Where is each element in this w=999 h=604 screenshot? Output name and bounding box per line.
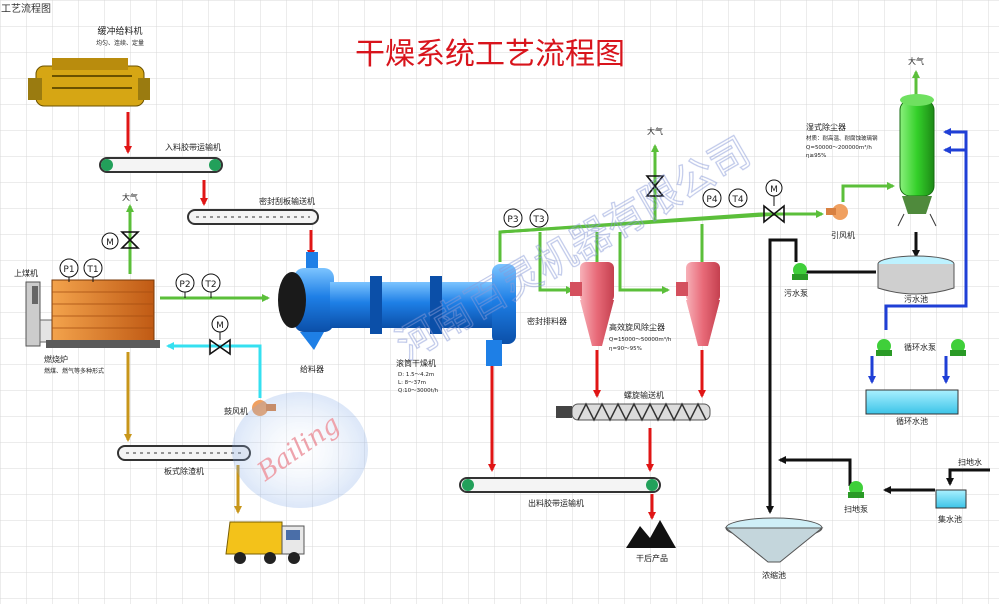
sewage-flow-lines xyxy=(766,232,990,514)
valve-furnace-exhaust xyxy=(120,231,140,249)
label-thickener: 浓缩池 xyxy=(762,570,786,580)
sewage-pump xyxy=(792,263,808,280)
coal-feeder xyxy=(25,281,55,347)
sewage-pool xyxy=(877,255,955,295)
label-atmosphere-1: 大气 xyxy=(122,192,138,202)
cyclone-dust-collector-2 xyxy=(676,262,720,346)
label-scrubber-spec-3: η≥95% xyxy=(806,153,826,159)
label-circ-pool: 循环水池 xyxy=(896,416,928,426)
label-sealed-discharger: 密封排料器 xyxy=(527,316,567,326)
inlet-belt-conveyor xyxy=(99,157,223,173)
valve-atmosphere xyxy=(645,175,665,197)
svg-text:P3: P3 xyxy=(507,215,518,225)
svg-text:T1: T1 xyxy=(86,265,98,275)
label-inlet-conveyor: 入料胶带运输机 xyxy=(165,142,221,152)
label-outlet-conveyor: 出料胶带运输机 xyxy=(528,498,584,508)
outlet-belt-conveyor xyxy=(459,477,661,493)
label-buffer-feeder-sub: 均匀、连续、定量 xyxy=(96,39,144,47)
label-scrubber-spec-1: 材质：耐高温、耐腐蚀玻璃钢 xyxy=(806,134,878,142)
label-drum-spec-2: L: 8～37m xyxy=(398,380,426,386)
svg-text:M: M xyxy=(216,321,224,331)
induced-draft-fan xyxy=(826,204,848,220)
valve-blower xyxy=(209,338,231,356)
instrument-t3: T3 xyxy=(529,208,549,228)
label-buffer-feeder: 缓冲给料机 xyxy=(97,25,142,37)
label-furnace: 燃烧炉 xyxy=(44,354,68,364)
label-blower: 鼓风机 xyxy=(224,406,248,416)
dry-product-pile xyxy=(626,520,676,548)
valve-fan-inlet xyxy=(763,204,785,224)
label-floor-water: 扫地水 xyxy=(958,457,982,467)
instrument-p2: P2 xyxy=(175,273,195,298)
motor-symbol: M xyxy=(211,315,229,340)
label-circ-pump: 循环水泵 xyxy=(904,342,936,352)
instrument-t4: T4 xyxy=(728,188,748,208)
buffer-feeder xyxy=(28,58,150,107)
cyclone-dust-collector-1 xyxy=(570,262,614,346)
svg-text:P1: P1 xyxy=(63,265,74,275)
circulating-pump-1 xyxy=(876,339,892,356)
label-coal-feeder: 上煤机 xyxy=(14,268,38,278)
gas-header-pipe xyxy=(499,210,824,234)
dump-truck xyxy=(225,521,305,564)
labels: 缓冲给料机 均匀、连续、定量 入料胶带运输机 大气 密封刮板输送机 上煤机 燃烧… xyxy=(14,25,982,580)
instrument-t2: T2 xyxy=(201,273,221,298)
label-furnace-sub: 燃煤、燃气等多种形式 xyxy=(44,367,104,375)
label-drum-dryer: 滚筒干燥机 xyxy=(396,358,436,368)
slag-conveyor xyxy=(117,445,251,461)
svg-text:T2: T2 xyxy=(204,280,216,290)
label-scrubber-spec-2: Q=50000～200000m³/h xyxy=(806,144,872,151)
wet-scrubber xyxy=(897,94,937,227)
label-feeder: 给料器 xyxy=(300,364,324,374)
diagram-title: 干燥系统工艺流程图 xyxy=(355,37,625,72)
svg-text:M: M xyxy=(106,238,114,248)
svg-text:P2: P2 xyxy=(179,280,190,290)
label-cyclone-spec-2: η=90～95% xyxy=(609,346,642,352)
instrument-p3: P3 xyxy=(503,208,523,228)
rotary-drum-dryer xyxy=(278,252,516,366)
sump-pool xyxy=(935,489,967,509)
corner-caption: 工艺流程图 xyxy=(1,4,51,15)
circulating-pump-2 xyxy=(950,339,966,356)
svg-text:T4: T4 xyxy=(731,195,743,205)
thickener-tank xyxy=(724,517,824,563)
instrument-p1: P1 xyxy=(59,258,79,282)
label-atmosphere-3: 大气 xyxy=(908,56,924,66)
label-drum-spec-3: Q:10～3000t/h xyxy=(398,388,439,394)
motor-symbol: M xyxy=(101,232,119,250)
label-floor-pump: 扫地泵 xyxy=(844,504,868,514)
label-slag-conveyor: 板式除渣机 xyxy=(164,466,204,476)
label-cyclone-spec-1: Q=15000～50000m³/h xyxy=(609,336,672,343)
label-dry-product: 干后产品 xyxy=(636,553,668,563)
motor-symbol: M xyxy=(765,179,783,206)
water-flow-lines xyxy=(868,128,968,384)
label-drum-spec-1: D: 1.5～4.2m xyxy=(398,372,434,378)
label-screw-conveyor: 螺旋输送机 xyxy=(624,390,664,400)
label-sump: 集水池 xyxy=(938,514,962,524)
scraper-conveyor xyxy=(187,209,319,225)
combustion-furnace xyxy=(46,279,160,348)
label-induced-fan: 引风机 xyxy=(831,230,855,240)
svg-text:M: M xyxy=(770,185,778,195)
svg-text:P4: P4 xyxy=(706,195,717,205)
circulating-water-pool xyxy=(865,389,959,415)
cold-air-line xyxy=(166,342,262,398)
label-scraper-conveyor: 密封刮板输送机 xyxy=(259,196,315,206)
instrument-t1: T1 xyxy=(83,258,103,282)
floor-pump xyxy=(848,481,864,498)
instrument-p4: P4 xyxy=(702,188,722,208)
svg-text:T3: T3 xyxy=(532,215,544,225)
label-wet-scrubber: 湿式除尘器 xyxy=(806,122,846,132)
screw-conveyor xyxy=(556,402,711,422)
material-flow-lines xyxy=(124,112,706,520)
label-atmosphere-2: 大气 xyxy=(647,126,663,136)
label-sewage-pump: 污水泵 xyxy=(784,288,808,298)
label-sewage-pool: 污水池 xyxy=(904,294,928,304)
label-cyclone: 高效旋风除尘器 xyxy=(609,322,665,332)
